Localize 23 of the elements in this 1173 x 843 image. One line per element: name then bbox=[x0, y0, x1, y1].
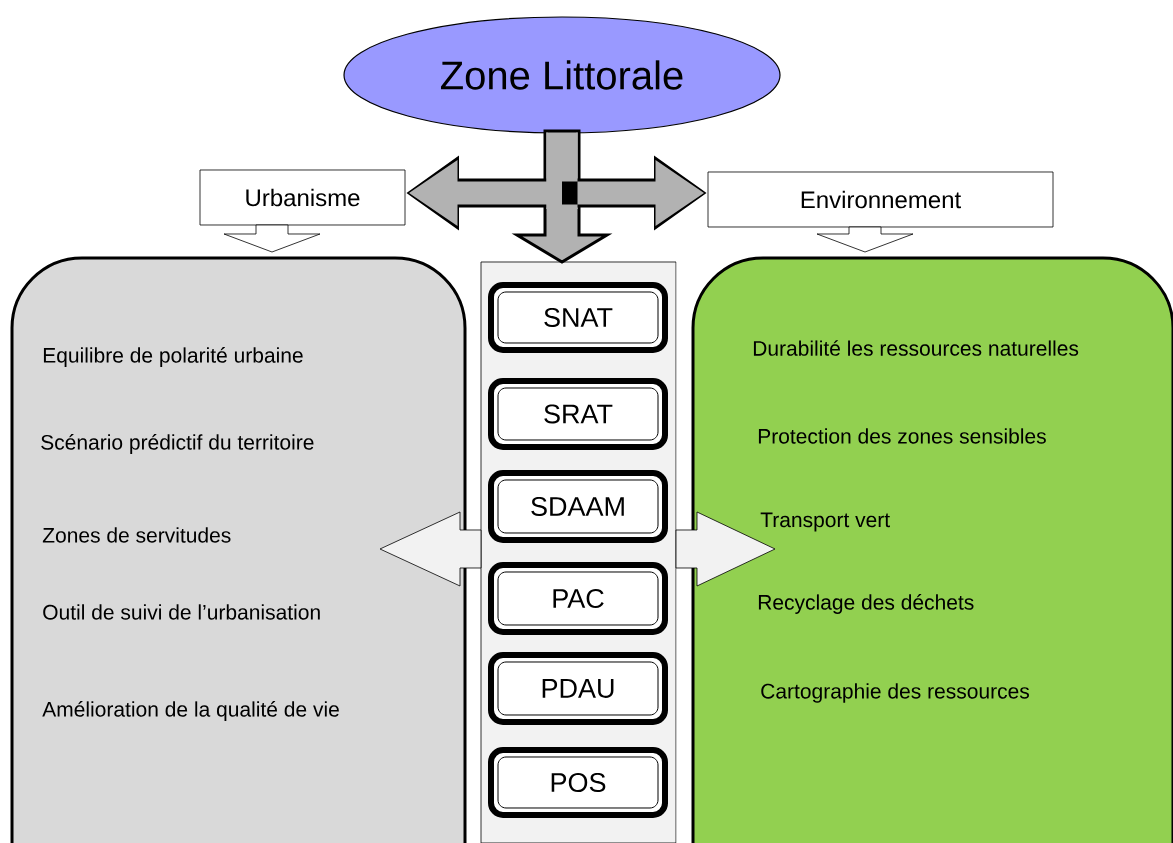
hollow-arrow bbox=[223, 224, 321, 253]
hollow-arrow bbox=[816, 226, 914, 253]
list-item: Durabilité les ressources naturelles bbox=[753, 340, 1079, 356]
ellipse-node: Zone Littorale bbox=[343, 16, 781, 134]
label-box: Environnement bbox=[707, 171, 1054, 228]
framed-box: SNAT bbox=[488, 282, 668, 353]
framed-box: PAC bbox=[488, 562, 668, 635]
list-item: Zones de servitudes bbox=[42, 527, 231, 543]
list-item: Scénario prédictif du territoire bbox=[41, 434, 314, 454]
list-item: Recyclage des déchets bbox=[758, 594, 974, 614]
list-item: Outil de suivi de l’urbanisation bbox=[43, 604, 320, 620]
framed-box: POS bbox=[488, 747, 668, 818]
framed-box: SDAAM bbox=[488, 470, 668, 543]
block-arrow bbox=[379, 511, 482, 587]
label-box: Urbanisme bbox=[199, 169, 406, 226]
framed-box: SRAT bbox=[488, 378, 668, 450]
block-arrow bbox=[675, 511, 776, 587]
list-item: Cartographie des ressources bbox=[761, 683, 1029, 703]
list-item: Protection des zones sensibles bbox=[758, 428, 1046, 444]
list-item: Transport vert bbox=[760, 512, 890, 532]
framed-box: PDAU bbox=[488, 652, 668, 725]
list-item: Equilibre de polarité urbaine bbox=[43, 347, 303, 367]
list-item: Amélioration de la qualité de vie bbox=[42, 701, 339, 721]
